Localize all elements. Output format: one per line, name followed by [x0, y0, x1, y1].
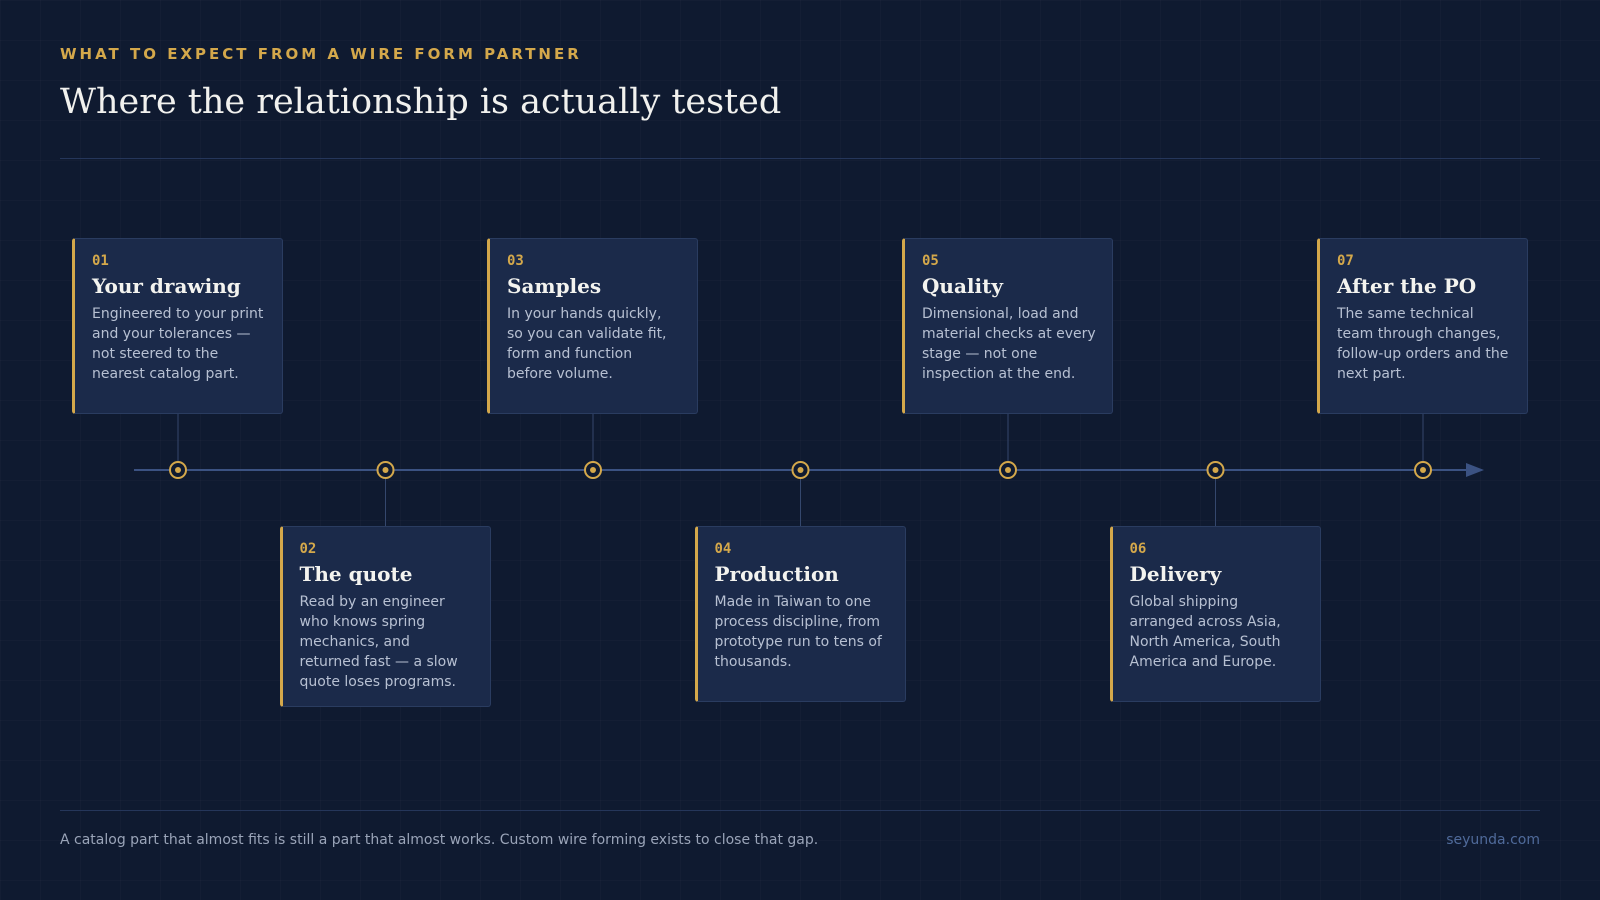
step-title: Samples	[507, 274, 602, 298]
step-description: Made in Taiwan to one process discipline…	[714, 594, 882, 670]
page-title: Where the relationship is actually teste…	[60, 82, 782, 122]
step-marker-dot-01	[175, 467, 181, 473]
step-title: After the PO	[1337, 274, 1477, 298]
step-title: Delivery	[1129, 562, 1222, 586]
step-marker-dot-05	[1005, 467, 1011, 473]
step-marker-01	[169, 461, 187, 479]
timeline-arrow-icon	[1466, 463, 1484, 477]
footer-note: A catalog part that almost fits is still…	[60, 832, 819, 848]
step-description: Read by an engineer who knows spring mec…	[299, 594, 458, 690]
step-description: Dimensional, load and material checks at…	[922, 306, 1096, 382]
step-title: Quality	[922, 274, 1003, 298]
step-marker-dot-07	[1420, 467, 1426, 473]
step-marker-dot-03	[590, 467, 596, 473]
step-description: In your hands quickly, so you can valida…	[507, 306, 667, 382]
step-marker-03	[584, 461, 602, 479]
step-number: 02	[299, 541, 317, 557]
step-marker-dot-04	[797, 467, 804, 473]
step-description: Engineered to your print and your tolera…	[92, 306, 264, 382]
step-marker-04	[791, 461, 810, 479]
timeline-connectors	[177, 414, 1424, 526]
step-description: Global shipping arranged across Asia, No…	[1129, 594, 1281, 670]
step-description: The same technical team through changes,…	[1337, 306, 1509, 382]
step-number: 06	[1129, 541, 1147, 557]
timeline-markers	[169, 461, 1432, 479]
step-number: 05	[922, 253, 939, 269]
step-number: 03	[507, 253, 524, 269]
step-title: Your drawing	[92, 274, 241, 298]
step-title: Production	[714, 562, 839, 586]
step-marker-02	[376, 461, 395, 479]
footer-site-link[interactable]: seyunda.com	[1446, 832, 1540, 848]
step-number: 01	[92, 253, 109, 269]
eyebrow-label: WHAT TO EXPECT FROM A WIRE FORM PARTNER	[60, 45, 582, 63]
step-title: The quote	[299, 562, 413, 586]
step-marker-dot-02	[382, 467, 389, 473]
step-number: 07	[1337, 253, 1354, 269]
step-marker-06	[1206, 461, 1225, 479]
step-marker-05	[999, 461, 1017, 479]
footer-divider	[60, 810, 1540, 811]
header-divider	[60, 158, 1540, 159]
step-marker-07	[1414, 461, 1432, 479]
step-number: 04	[714, 541, 732, 557]
step-marker-dot-06	[1212, 467, 1219, 473]
